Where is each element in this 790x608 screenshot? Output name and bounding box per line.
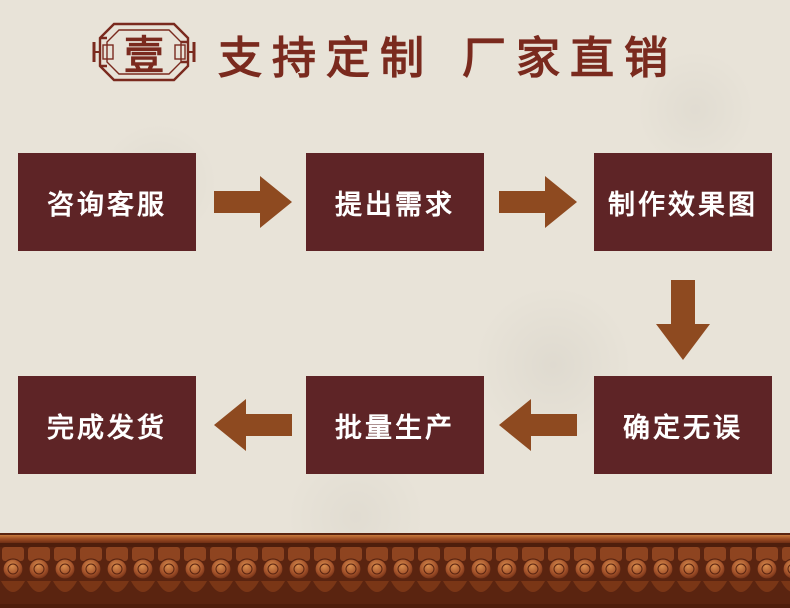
title-part-2: 厂家直销 bbox=[462, 22, 678, 86]
arrow-down-icon bbox=[656, 280, 710, 360]
badge-character: 壹 bbox=[92, 18, 196, 86]
step-box-1: 咨询客服 bbox=[18, 153, 196, 251]
roof-tile-border bbox=[0, 533, 790, 608]
step-box-3: 制作效果图 bbox=[594, 153, 772, 251]
arrow-right-icon bbox=[214, 176, 292, 228]
arrow-left-icon bbox=[499, 399, 577, 451]
step-box-4: 确定无误 bbox=[594, 376, 772, 474]
step-box-5: 批量生产 bbox=[306, 376, 484, 474]
title-part-1: 支持定制 bbox=[218, 22, 434, 86]
step-box-2: 提出需求 bbox=[306, 153, 484, 251]
step-box-6: 完成发货 bbox=[18, 376, 196, 474]
arrow-right-icon bbox=[499, 176, 577, 228]
header: 壹 支持定制 厂家直销 bbox=[0, 0, 790, 110]
arrow-left-icon bbox=[214, 399, 292, 451]
page-title: 支持定制 厂家直销 bbox=[218, 22, 678, 86]
